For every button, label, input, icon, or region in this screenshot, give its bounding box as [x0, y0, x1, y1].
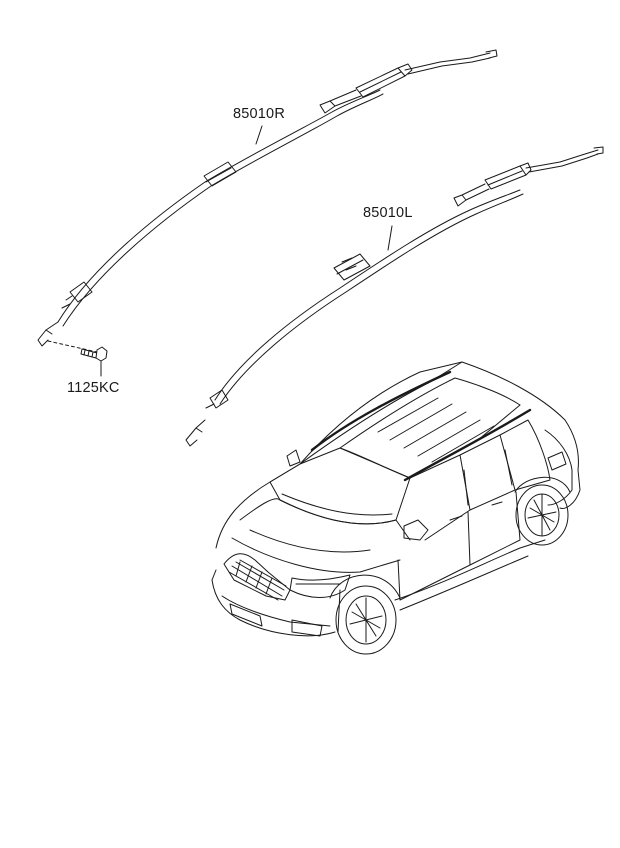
curtain-airbag-left[interactable]	[185, 146, 604, 447]
part-label-85010r[interactable]: 85010R	[233, 106, 285, 122]
part-label-1125kc[interactable]: 1125KC	[67, 380, 120, 396]
curtain-airbag-right[interactable]	[37, 49, 498, 347]
part-label-85010l[interactable]: 85010L	[363, 205, 413, 221]
vehicle-suv-illustration	[211, 361, 581, 655]
bolt-1125kc[interactable]	[80, 346, 108, 377]
bolt-leader-line	[47, 340, 98, 353]
